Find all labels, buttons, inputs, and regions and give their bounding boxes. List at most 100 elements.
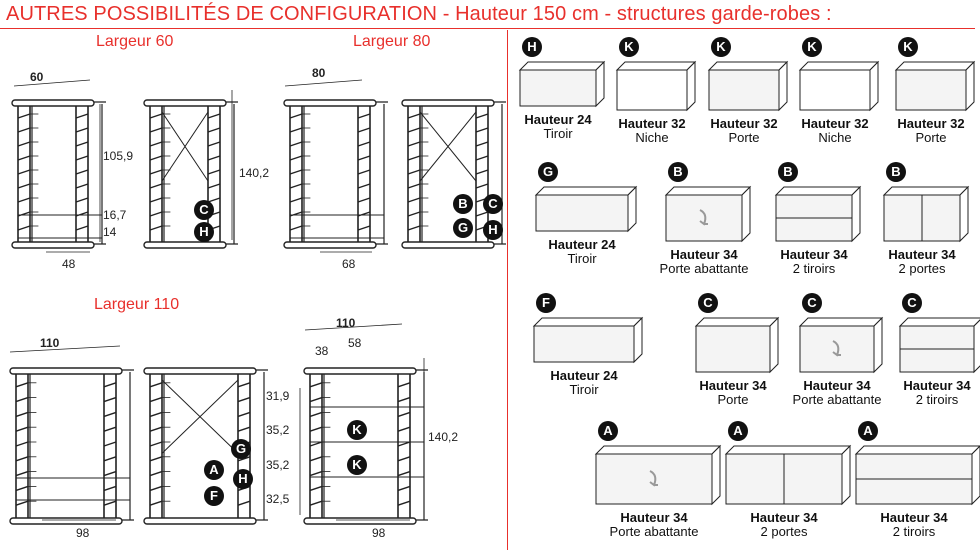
module-box xyxy=(724,444,852,506)
module-box xyxy=(898,317,980,374)
module-height: Hauteur 32 xyxy=(618,116,686,131)
module-badge: B xyxy=(886,162,906,182)
module-badge: A xyxy=(598,421,618,441)
dimension-lines xyxy=(9,79,425,521)
module-height: Hauteur 34 xyxy=(699,378,767,393)
module-badge: B xyxy=(668,162,688,182)
frame-w60-config xyxy=(143,99,238,249)
frame-badge-a: A xyxy=(204,460,224,480)
module-name: 2 tiroirs xyxy=(892,524,936,539)
page-title: AUTRES POSSIBILITÉS DE CONFIGURATION - H… xyxy=(6,3,832,25)
module-height: Hauteur 34 xyxy=(620,510,688,525)
module-box xyxy=(707,60,789,112)
frame-badge-k: K xyxy=(347,420,367,440)
frame-badge-g: G xyxy=(453,218,473,238)
dim-w110b-h4: 32,5 xyxy=(266,492,290,506)
module-name: Porte abattante xyxy=(659,261,749,276)
dim-w60-depth: 48 xyxy=(62,257,76,271)
module-box xyxy=(894,60,976,112)
module-box xyxy=(774,185,862,243)
module-box xyxy=(798,316,884,374)
module-badge: C xyxy=(698,293,718,313)
module-height: Hauteur 34 xyxy=(903,378,971,393)
dim-w110-depth: 98 xyxy=(76,526,90,540)
module-height: Hauteur 34 xyxy=(880,510,948,525)
module-name: 2 portes xyxy=(898,261,946,276)
dim-w60-total: 140,2 xyxy=(239,166,270,180)
module-box xyxy=(532,316,644,364)
module-name: Porte xyxy=(915,130,947,145)
frame-badge-g: G xyxy=(231,439,251,459)
module-badge: C xyxy=(802,293,822,313)
dim-w60-top: 60 xyxy=(30,70,44,84)
dim-w110b-h2: 35,2 xyxy=(266,423,290,437)
dim-w60-h1: 105,9 xyxy=(103,149,134,163)
module-box xyxy=(534,185,638,233)
module-drawings xyxy=(518,60,980,506)
module-name: Tiroir xyxy=(569,382,599,397)
dim-w80-top: 80 xyxy=(312,66,326,80)
module-name: Porte xyxy=(717,392,749,407)
frame-badge-b: B xyxy=(453,194,473,214)
module-box xyxy=(882,185,970,243)
module-height: Hauteur 32 xyxy=(710,116,778,131)
dim-w110b-top: 110 xyxy=(336,316,356,330)
module-height: Hauteur 24 xyxy=(550,368,618,383)
module-name: 2 tiroirs xyxy=(915,392,959,407)
module-name: Tiroir xyxy=(567,251,597,266)
module-name: 2 tiroirs xyxy=(792,261,836,276)
frame-badge-c: C xyxy=(194,200,214,220)
dim-w110b-total: 140,2 xyxy=(428,430,459,444)
module-box xyxy=(854,445,980,506)
dim-w110b-left: 38 xyxy=(315,344,329,358)
section-divider xyxy=(507,30,508,550)
module-badge: G xyxy=(538,162,558,182)
module-badge: A xyxy=(728,421,748,441)
module-box xyxy=(798,60,880,112)
module-name: Porte abattante xyxy=(792,392,882,407)
module-name: Niche xyxy=(818,130,852,145)
frame-badge-f: F xyxy=(204,486,224,506)
module-height: Hauteur 32 xyxy=(897,116,965,131)
module-height: Hauteur 24 xyxy=(548,237,616,252)
module-box xyxy=(594,444,722,506)
module-height: Hauteur 32 xyxy=(801,116,869,131)
module-height: Hauteur 34 xyxy=(750,510,818,525)
frame-badge-h: H xyxy=(194,222,214,242)
section-label-w60: Largeur 60 xyxy=(96,33,174,50)
dim-w80-depth: 68 xyxy=(342,257,356,271)
module-badge: F xyxy=(536,293,556,313)
frame-w80-open xyxy=(283,99,388,249)
dim-w110b-right: 58 xyxy=(348,336,362,350)
module-box xyxy=(664,185,752,243)
module-height: Hauteur 34 xyxy=(803,378,871,393)
module-badge: K xyxy=(619,37,639,57)
dim-w110b-depth: 98 xyxy=(372,526,386,540)
module-badge: A xyxy=(858,421,878,441)
module-name: Niche xyxy=(635,130,669,145)
module-name: 2 portes xyxy=(760,524,808,539)
frame-badge-c: C xyxy=(483,194,503,214)
module-box xyxy=(518,60,606,108)
module-height: Hauteur 34 xyxy=(780,247,848,262)
frame-w110-open xyxy=(9,367,134,525)
module-badge: H xyxy=(522,37,542,57)
module-badge: K xyxy=(802,37,822,57)
module-box xyxy=(694,316,780,374)
module-badge: B xyxy=(778,162,798,182)
module-height: Hauteur 34 xyxy=(888,247,956,262)
